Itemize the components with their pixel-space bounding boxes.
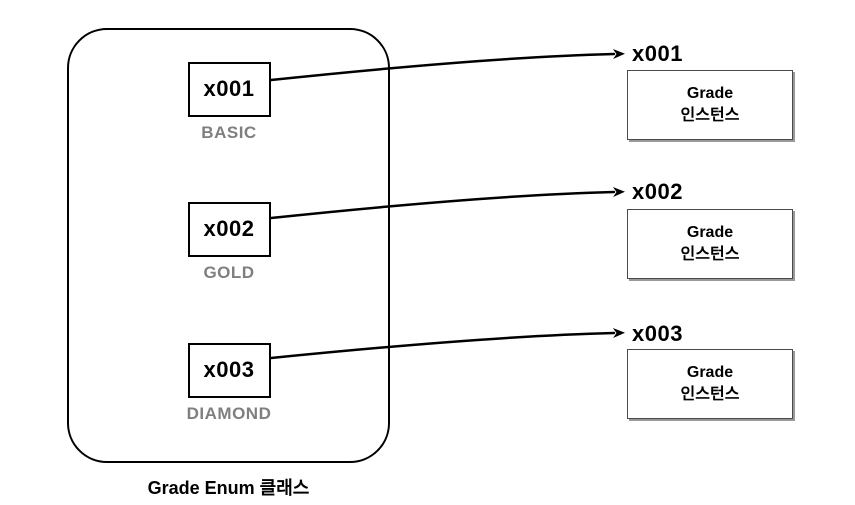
- enum-member-name: GOLD: [203, 263, 255, 282]
- instance-kind-label: 인스턴스: [680, 107, 740, 124]
- grade-instance-box: Grade 인스턴스: [627, 209, 793, 279]
- instance-address-label: x002: [632, 179, 683, 204]
- enum-member-address-box: x002: [187, 202, 271, 257]
- enum-member-address: x002: [203, 216, 255, 241]
- enum-member-name: BASIC: [201, 123, 257, 142]
- enum-member-gold: x002 GOLD: [149, 202, 309, 283]
- instance-type-label: Grade: [686, 224, 734, 242]
- enum-member-name: DIAMOND: [186, 404, 272, 423]
- instance-type-label: Grade: [686, 364, 734, 382]
- enum-member-address-box: x001: [187, 62, 271, 117]
- enum-class-caption: Grade Enum 클래스: [147, 478, 310, 498]
- grade-instance-box: Grade 인스턴스: [627, 70, 793, 140]
- instance-address-label: x003: [632, 321, 683, 346]
- enum-member-basic: x001 BASIC: [149, 62, 309, 143]
- instance-type-label: Grade: [686, 85, 734, 103]
- enum-member-address: x003: [203, 357, 255, 382]
- enum-member-address-box: x003: [187, 343, 271, 398]
- instance-kind-label: 인스턴스: [680, 246, 740, 263]
- instance-address-label: x001: [632, 41, 683, 66]
- grade-instance-box: Grade 인스턴스: [627, 349, 793, 419]
- enum-member-diamond: x003 DIAMOND: [149, 343, 309, 424]
- enum-member-address: x001: [203, 76, 255, 101]
- instance-kind-label: 인스턴스: [680, 386, 740, 403]
